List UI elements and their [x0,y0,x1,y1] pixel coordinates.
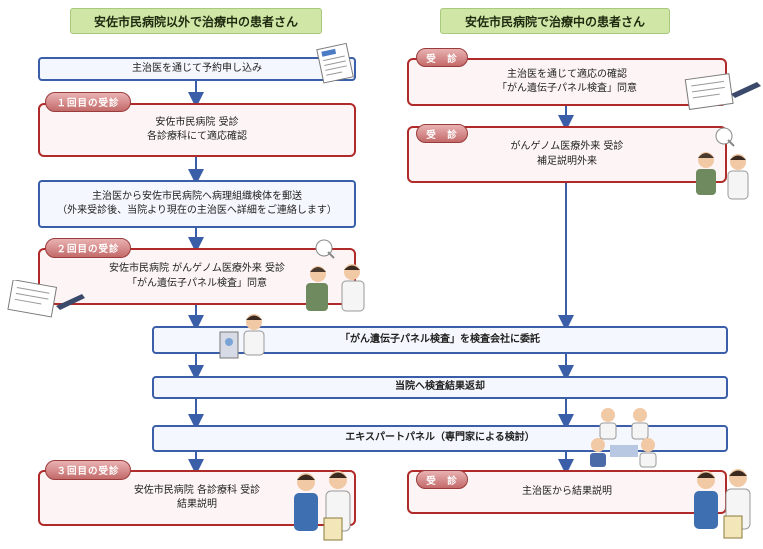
left-box-third-visit-line2: 結果説明 [177,499,217,510]
left-box-second-visit: 安佐市民病院 がんゲノム医療外来 受診 「がん遺伝子パネル検査」同意 [38,248,356,305]
tag-right-visit-2: 受 診 [416,124,468,143]
signing-document-icon [684,73,761,110]
right-box-genome-clinic-line1: がんゲノム医療外来 受診 [510,141,624,152]
right-box-results-line1: 主治医から結果説明 [522,485,612,497]
tag-right-visit-3: 受 診 [416,470,468,489]
header-left: 安佐市民病院以外で治療中の患者さん [70,8,322,34]
tag-right-visit-1: 受 診 [416,48,468,67]
left-box-specimen-mail-line1: 主治医から安佐市民病院へ病理組織検体を郵送 [92,190,302,202]
left-box-third-visit-line1: 安佐市民病院 各診療科 受診 [133,484,261,496]
right-box-genome-clinic-line2: 補足説明外来 [537,155,597,167]
left-box-first-visit-line2: 各診療科にて適応確認 [147,131,247,142]
header-right: 安佐市民病院で治療中の患者さん [440,8,670,34]
left-step-reservation: 主治医を通じて予約申し込み [38,57,356,81]
right-box-first-visit-line2: 「がん遺伝子パネル検査」同意 [497,83,637,94]
left-box-first-visit-line1: 安佐市民病院 受診 [155,116,239,128]
document-icon [316,42,354,84]
left-step-reservation-text: 主治医を通じて予約申し込み [132,62,262,74]
left-box-specimen-mail: 主治医から安佐市民病院へ病理組織検体を郵送 （外来受診後、当院より現在の主治医へ… [38,180,356,228]
doctor-patient-icon [306,239,365,312]
shared-step-outsource-text: 「がん遺伝子パネル検査」を検査会社に委託 [340,333,540,345]
left-box-first-visit: 安佐市民病院 受診 各診療科にて適応確認 [38,103,356,157]
tag-third-visit: ３回目の受診 [45,460,131,480]
left-box-second-visit-line1: 安佐市民病院 がんゲノム医療外来 受診 [108,263,286,274]
doctor-patient-icon [696,127,749,200]
shared-step-expert-panel-text: エキスパートパネル（専門家による検討） [345,432,535,444]
expert-panel-icon [590,408,657,468]
tag-second-visit: ２回目の受診 [45,238,131,258]
shared-step-results-return: 当院へ検査結果返却 [152,376,728,399]
left-box-specimen-mail-line2: （外来受診後、当院より現在の主治医へ詳細をご連絡します） [57,205,337,216]
lab-scientist-icon [219,314,265,359]
tag-first-visit: １回目の受診 [45,92,131,112]
doctor-patient-icon [694,469,751,539]
left-box-second-visit-line2: 「がん遺伝子パネル検査」同意 [127,277,267,289]
shared-step-results-return-text: 当院へ検査結果返却 [395,381,485,393]
right-box-first-visit-line1: 主治医を通じて適応の確認 [507,68,627,80]
signing-document-icon [7,280,85,318]
doctor-patient-icon [294,471,351,541]
